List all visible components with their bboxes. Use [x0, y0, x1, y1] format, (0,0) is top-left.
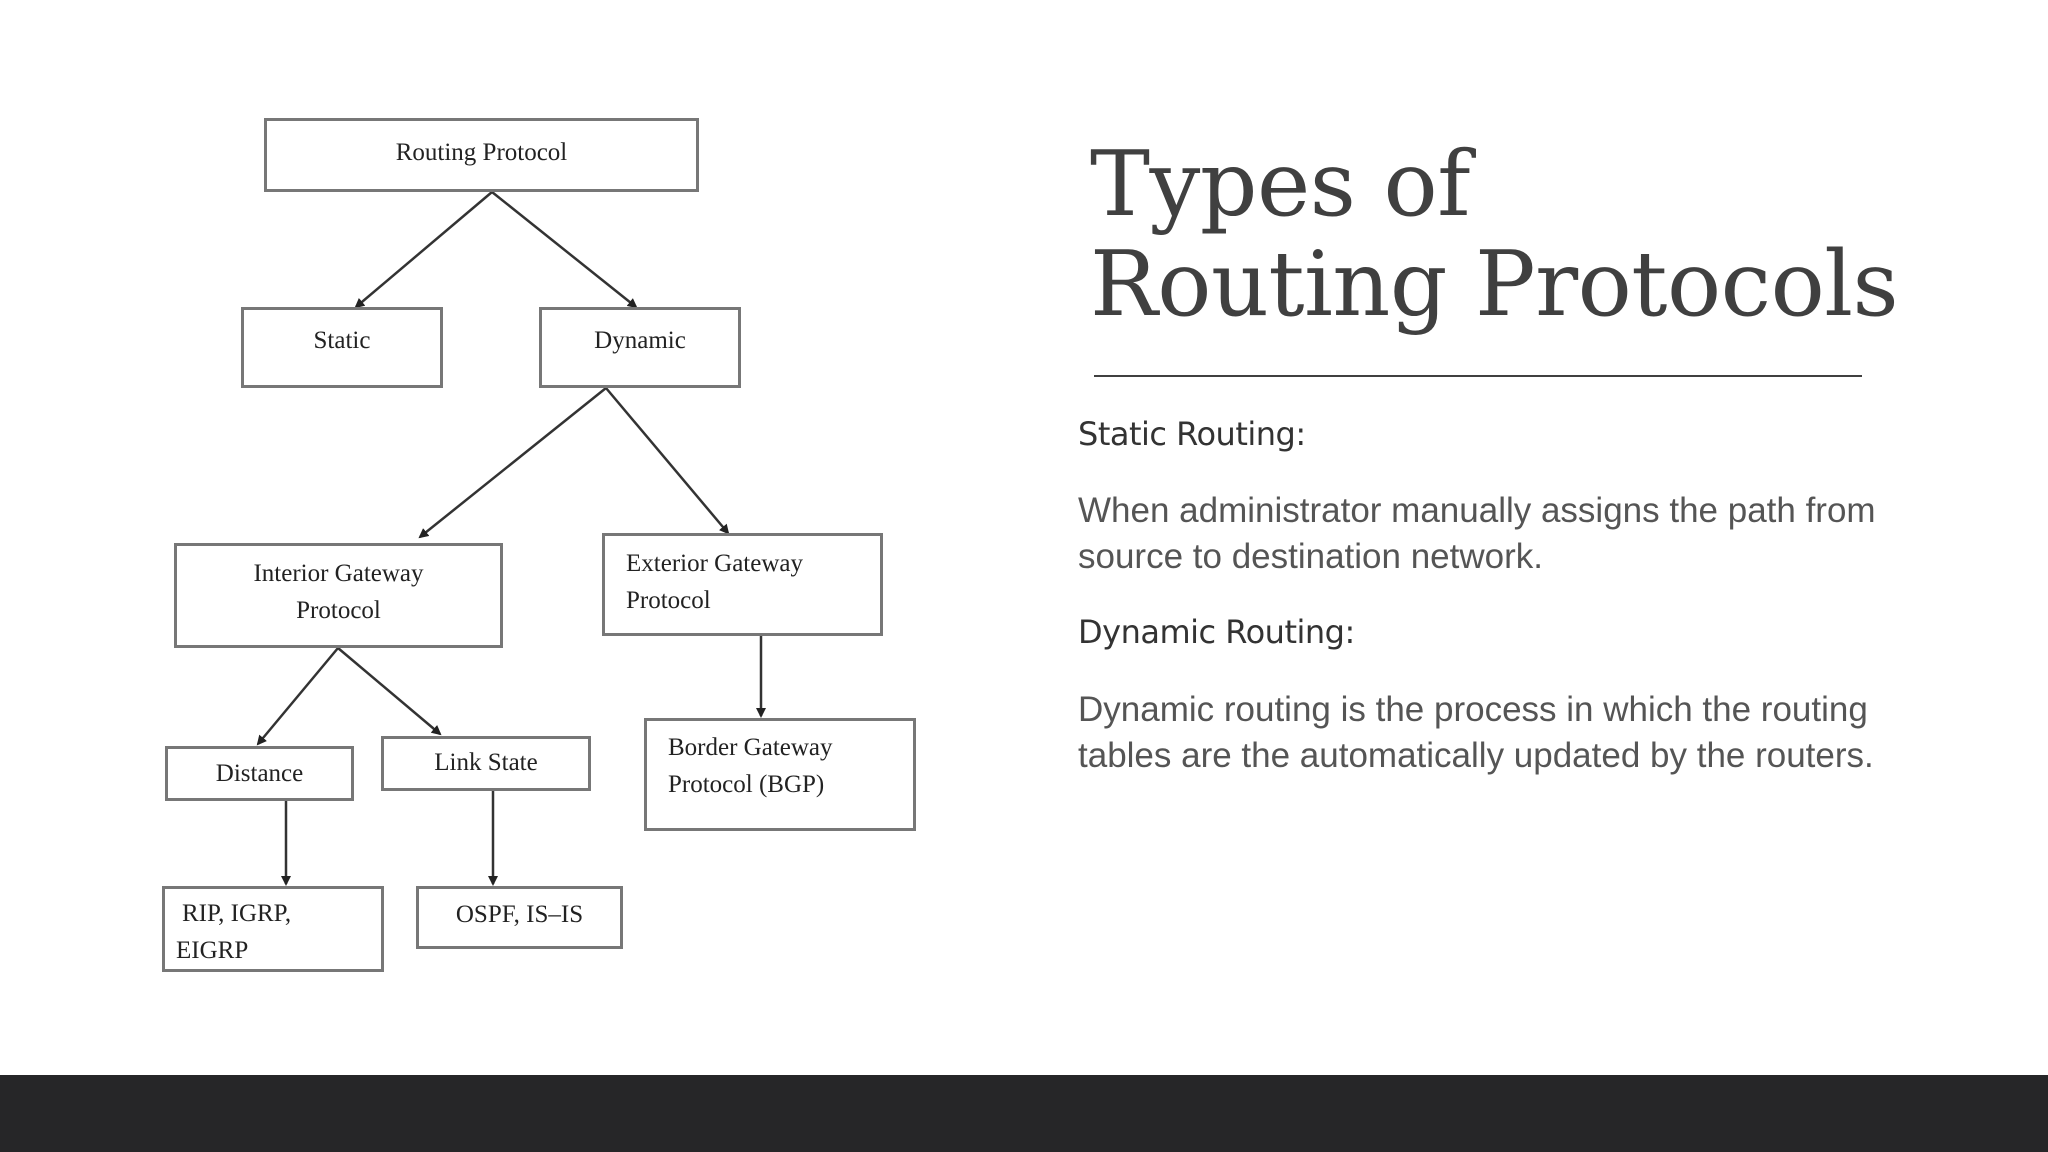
node-routing-protocol: Routing Protocol	[264, 118, 699, 192]
dynamic-routing-text: Dynamic routing is the process in which …	[1078, 687, 1978, 779]
edge-dynamic-igp	[418, 387, 607, 539]
node-label: Static	[313, 327, 371, 354]
node-label: Routing Protocol	[395, 139, 568, 166]
footer-bar	[0, 1075, 2048, 1152]
static-routing-text-line-1: When administrator manually assigns the …	[1078, 491, 1876, 530]
node-static: Static	[241, 307, 443, 388]
node-label-line-2: Protocol	[626, 587, 711, 614]
edge-root-dynamic	[491, 191, 638, 309]
dynamic-routing-text-line-1: Dynamic routing is the process in which …	[1078, 690, 1868, 729]
static-routing-text: When administrator manually assigns the …	[1078, 488, 1978, 580]
edge-igp-linkstate	[337, 647, 442, 736]
node-border-gateway-protocol: Border Gateway Protocol (BGP)	[644, 718, 916, 831]
node-distance: Distance	[165, 746, 354, 801]
slide-title-line-1: Types of	[1090, 132, 1471, 237]
routing-protocol-diagram: Routing Protocol Static Dynamic Interior…	[0, 0, 960, 1000]
edge-dynamic-egp	[605, 387, 730, 535]
node-label: Dynamic	[594, 327, 686, 354]
node-interior-gateway-protocol: Interior Gateway Protocol	[174, 543, 503, 648]
edge-root-static	[354, 191, 493, 309]
node-label-line-1: Exterior Gateway	[626, 550, 804, 577]
node-label: Distance	[215, 760, 304, 787]
edge-igp-distance	[256, 647, 339, 746]
title-divider	[1094, 375, 1862, 377]
dynamic-routing-heading: Dynamic Routing:	[1078, 613, 1355, 651]
node-rip-igrp-eigrp: RIP, IGRP, EIGRP	[162, 886, 384, 972]
node-label-line-2: EIGRP	[176, 937, 249, 964]
node-label-line-1: RIP, IGRP,	[182, 900, 292, 927]
slide-title: Types of Routing Protocols	[1090, 135, 2010, 335]
node-dynamic: Dynamic	[539, 307, 741, 388]
dynamic-routing-text-line-2: tables are the automatically updated by …	[1078, 736, 1874, 775]
node-label: Link State	[434, 749, 538, 776]
node-label-line-2: Protocol (BGP)	[668, 771, 825, 798]
node-label-line-2: Protocol	[296, 597, 381, 624]
node-label-line-1: Interior Gateway	[253, 560, 424, 587]
slide-title-line-2: Routing Protocols	[1090, 232, 1899, 337]
node-ospf-is-is: OSPF, IS–IS	[416, 886, 623, 949]
static-routing-text-line-2: source to destination network.	[1078, 537, 1543, 576]
node-link-state: Link State	[381, 736, 591, 791]
node-label: OSPF, IS–IS	[455, 901, 584, 928]
node-exterior-gateway-protocol: Exterior Gateway Protocol	[602, 533, 883, 636]
node-label-line-1: Border Gateway	[668, 734, 833, 761]
static-routing-heading: Static Routing:	[1078, 415, 1306, 453]
diagram-connectors	[256, 191, 766, 886]
